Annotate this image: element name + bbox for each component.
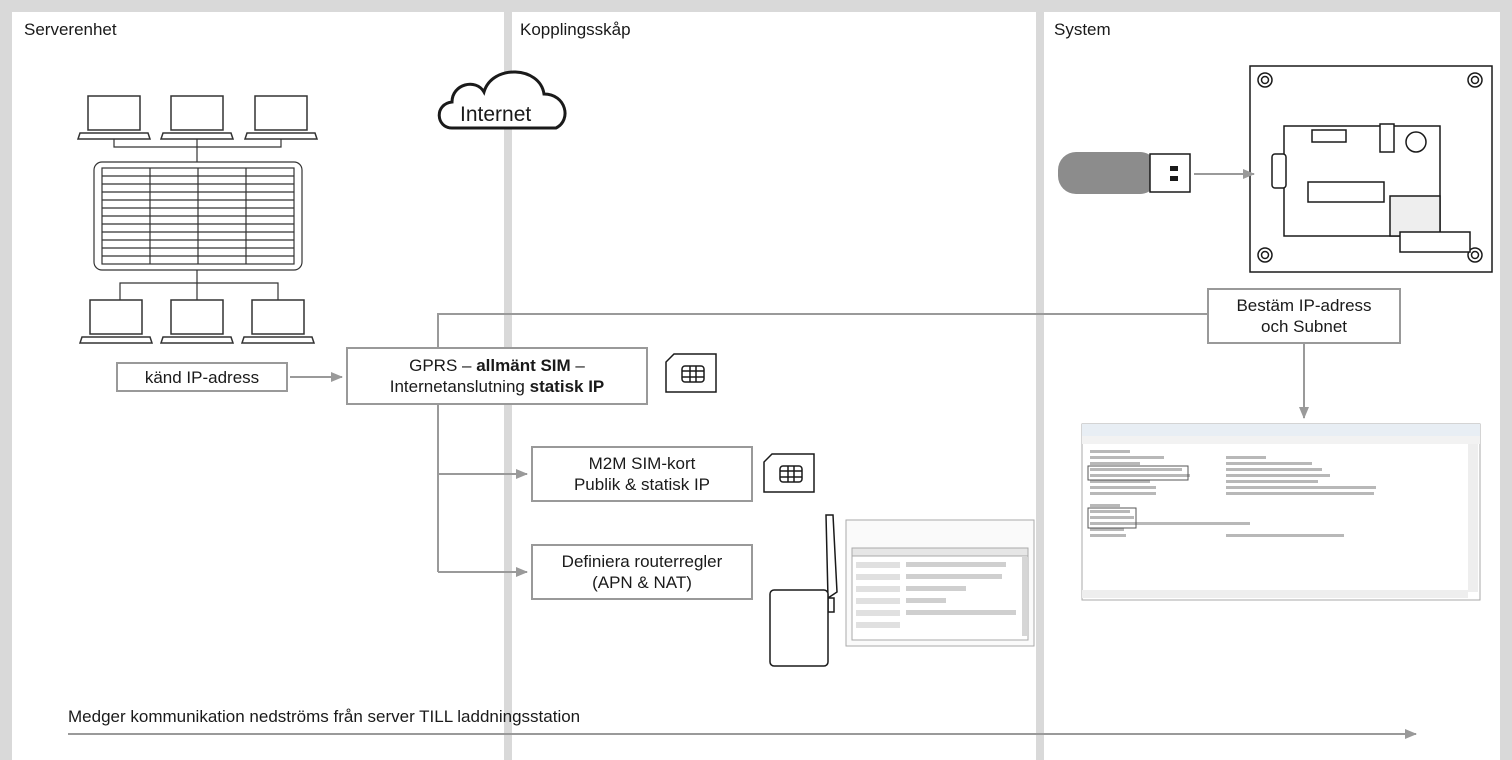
- determine-ip-box: Bestäm IP-adress och Subnet: [1207, 288, 1401, 344]
- router-icon: [769, 514, 838, 667]
- cloud-label: Internet: [460, 103, 532, 126]
- gprs-line-2: Internetanslutning statisk IP: [389, 377, 605, 396]
- cloud-icon: [437, 70, 567, 130]
- column-title-server: Serverenhet: [24, 20, 117, 39]
- control-board-icon: [1249, 65, 1493, 273]
- known-ip-label: känd IP-adress: [144, 367, 260, 387]
- router-rules-line-1: Definiera routerregler: [561, 552, 723, 571]
- server-rack-icon: [93, 161, 303, 271]
- router-rules-line-2: (APN & NAT): [592, 573, 692, 592]
- config-file-screenshot: [1081, 423, 1481, 601]
- laptop-icon: [76, 95, 319, 140]
- router-screenshot: [845, 519, 1035, 647]
- m2m-sim-box: M2M SIM-kort Publik & statisk IP: [531, 446, 753, 502]
- sim-card-icon: [665, 353, 717, 393]
- laptop-icon: [78, 299, 316, 344]
- gprs-line-1: GPRS – allmänt SIM –: [409, 356, 585, 375]
- determine-ip-line-1: Bestäm IP-adress: [1236, 296, 1372, 315]
- footer-caption: Medger kommunikation nedströms från serv…: [68, 707, 581, 726]
- usb-stick-icon: [1058, 152, 1191, 194]
- column-title-cabinet: Kopplingsskåp: [520, 20, 631, 39]
- column-title-system: System: [1054, 20, 1111, 39]
- m2m-line-1: M2M SIM-kort: [588, 454, 696, 473]
- known-ip-box: känd IP-adress: [116, 362, 288, 392]
- determine-ip-line-2: och Subnet: [1260, 317, 1347, 336]
- gprs-box: GPRS – allmänt SIM – Internetanslutning …: [346, 347, 648, 405]
- m2m-line-2: Publik & statisk IP: [573, 475, 711, 494]
- sim-card-icon: [763, 453, 815, 493]
- router-rules-box: Definiera routerregler (APN & NAT): [531, 544, 753, 600]
